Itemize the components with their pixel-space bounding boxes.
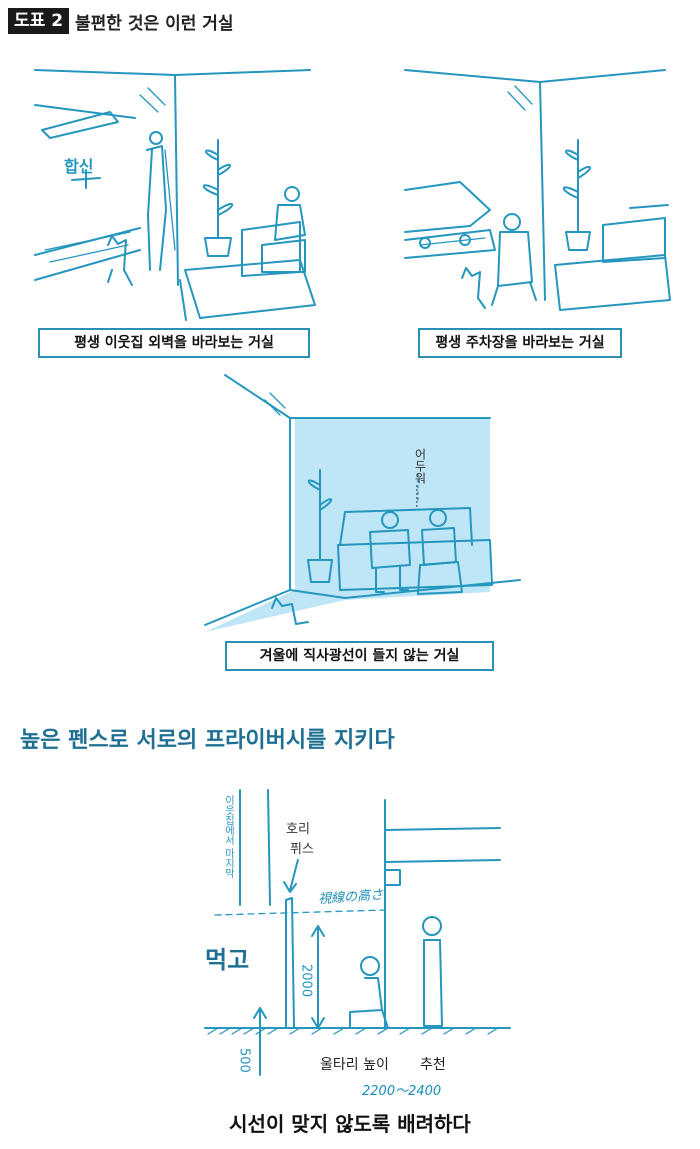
- recommend-label: 추천: [420, 1057, 446, 1073]
- fence-vertical-note: 이웃집에서 마지막: [223, 795, 235, 879]
- panel-2-caption: 평생 주차장을 바라보는 거실: [418, 328, 622, 358]
- recommend-range: 2200～2400: [362, 1084, 442, 1099]
- panel-1-caption: 평생 이웃집 외벽을 바라보는 거실: [38, 328, 310, 358]
- fence-height-500: 500: [237, 1048, 252, 1073]
- fence-height-label: 울타리 높이: [320, 1057, 389, 1073]
- panel-3-caption: 겨울에 직사광선이 들지 않는 거실: [225, 641, 494, 671]
- figure-header: 도표 2 불편한 것은 이런 거실: [8, 8, 234, 34]
- panel-3-illustration: [204, 374, 521, 632]
- panel-3-speech: 어두워……: [413, 448, 427, 508]
- figure-badge: 도표 2: [8, 8, 70, 34]
- panel-1-illustration: [34, 69, 316, 321]
- eave-label-2: 퓌스: [290, 842, 314, 857]
- bottom-caption: 시선이 맞지 않도록 배려하다: [229, 1112, 471, 1136]
- eave-label-1: 호리: [286, 822, 310, 837]
- diagram-big-label: 먹고: [205, 946, 250, 974]
- figure-title: 불편한 것은 이런 거실: [75, 13, 234, 34]
- panel-1-sign: 합신: [64, 157, 93, 176]
- panel-2-illustration: [404, 69, 671, 311]
- fence-diagram: [204, 789, 511, 1076]
- fence-height-2000: 2000: [299, 964, 314, 997]
- section-title: 높은 펜스로 서로의 프라이버시를 지키다: [20, 728, 395, 753]
